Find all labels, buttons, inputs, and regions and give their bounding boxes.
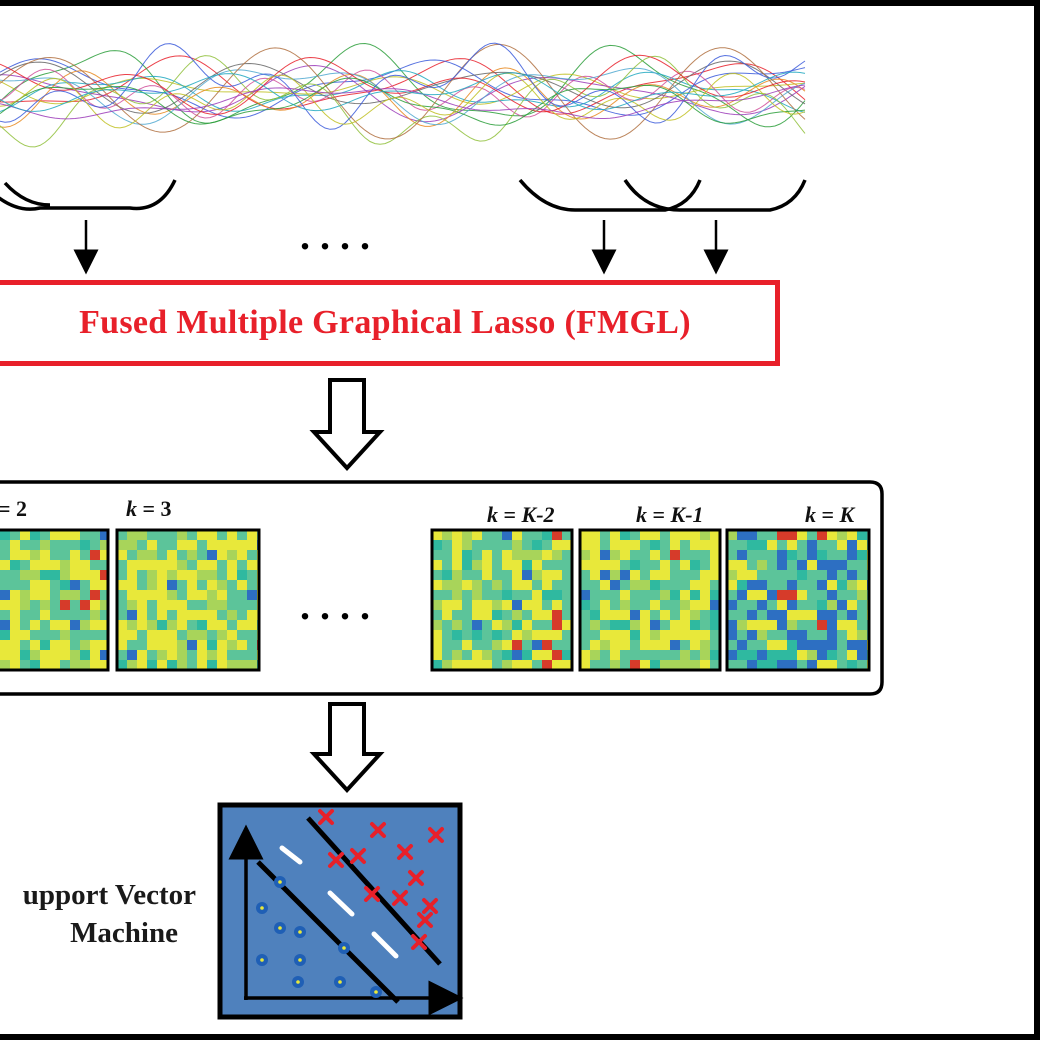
matrix-group-bracket: [0, 480, 884, 696]
svm-label-line1: upport Vector: [22, 879, 196, 911]
svm-class-a-point: [318, 809, 334, 825]
signal-channel: [0, 55, 806, 115]
svm-class-a-point: [422, 898, 438, 914]
signal-channel: [0, 67, 806, 126]
svm-class-b-point: [294, 926, 306, 938]
signal-channel: [0, 68, 806, 119]
signal-channel: [0, 42, 806, 130]
sliding-window-brackets: [0, 178, 807, 212]
matrix-frame: [430, 528, 574, 672]
svm-class-a-point: [328, 852, 344, 868]
matrix-heatmap-3: [578, 528, 722, 672]
svm-class-a-point: [392, 890, 408, 906]
signal-channel: [0, 60, 806, 114]
ellipsis-windows: ....: [300, 213, 380, 258]
signal-channel: [0, 58, 806, 119]
svm-class-b-point: [338, 942, 350, 954]
matrix-heatmap-2: [430, 528, 574, 672]
svm-class-b-point: [292, 976, 304, 988]
svm-panel: [217, 802, 464, 1020]
matrix-label-3: k = 3: [126, 496, 172, 521]
svm-label-line2: Machine: [70, 917, 178, 949]
signal-channel: [0, 64, 806, 123]
fmgl-method-box: Fused Multiple Graphical Lasso (FMGL): [0, 280, 780, 366]
matrix-label-2: = 2: [0, 496, 28, 521]
fmgl-method-label: Fused Multiple Graphical Lasso (FMGL): [79, 304, 691, 341]
svm-class-b-point: [274, 876, 286, 888]
signal-channel: [0, 67, 806, 128]
matrix-heatmap-4: [725, 528, 871, 672]
svm-class-a-point: [397, 844, 413, 860]
matrix-heatmap-1: [115, 528, 261, 672]
svm-class-a-point: [411, 934, 427, 950]
svm-class-a-point: [364, 886, 380, 902]
matrix-frame: [578, 528, 722, 672]
time-series-signals: [0, 42, 806, 148]
matrix-frame: [0, 528, 110, 672]
svm-class-b-point: [334, 976, 346, 988]
matrix-label-K: k = K: [805, 502, 855, 527]
svm-class-a-point: [350, 848, 366, 864]
svm-class-a-point: [408, 870, 424, 886]
ellipsis-matrices: ....: [300, 583, 380, 628]
window-arrows: [73, 220, 729, 275]
svm-class-b-point: [294, 954, 306, 966]
matrix-frame: [115, 528, 261, 672]
signal-channel: [0, 42, 806, 128]
svm-class-b-point: [256, 902, 268, 914]
block-arrow-down-2: [309, 702, 385, 793]
matrix-label-K-2: k = K-2: [487, 502, 555, 527]
matrix-label-K-1: k = K-1: [636, 502, 704, 527]
matrix-frame: [725, 528, 871, 672]
svm-class-a-point: [417, 912, 433, 928]
signal-channel: [0, 43, 806, 140]
signal-channel: [0, 55, 806, 148]
signal-channel: [0, 71, 806, 112]
block-arrow-down-1: [309, 378, 385, 471]
signal-channel: [0, 72, 806, 129]
connectivity-matrices: [0, 528, 871, 672]
signal-channel: [0, 54, 806, 115]
svm-class-a-point: [428, 827, 444, 843]
svm-class-b-point: [370, 986, 382, 998]
svm-label: upport Vector Machine: [0, 876, 196, 952]
svm-class-b-point: [274, 922, 286, 934]
svm-class-b-point: [256, 954, 268, 966]
matrix-heatmap-0: [0, 528, 110, 672]
svm-class-a-point: [370, 822, 386, 838]
signal-channel: [0, 84, 806, 120]
